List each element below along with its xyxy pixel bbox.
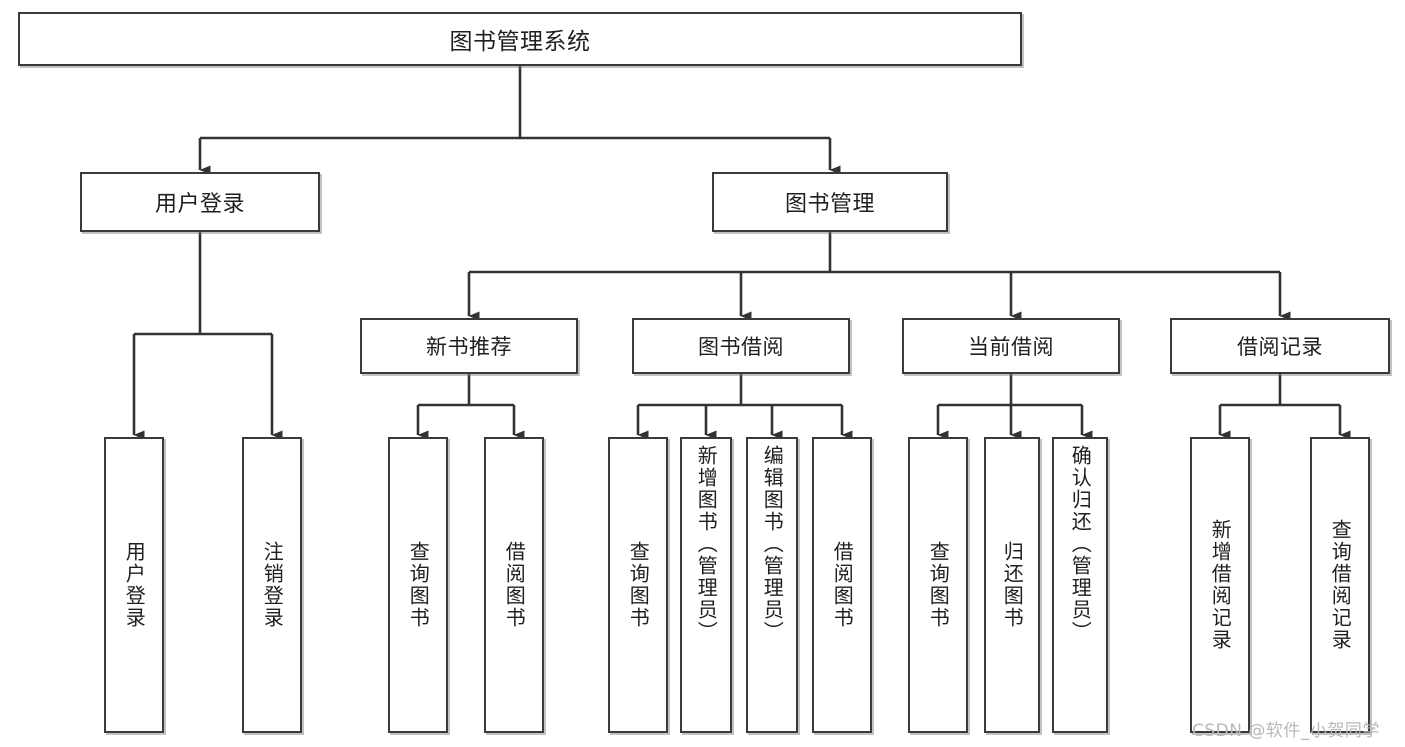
node-current-borrowing[interactable]: 当前借阅 bbox=[902, 318, 1120, 374]
node-label: 借阅图书 bbox=[830, 541, 855, 629]
node-label: 借阅记录 bbox=[1237, 335, 1323, 359]
node-borrowing-records[interactable]: 借阅记录 bbox=[1170, 318, 1390, 374]
node-new-book-recommendation[interactable]: 新书推荐 bbox=[360, 318, 578, 374]
node-leaf-current-confirm-return-admin[interactable]: 确认归还（管理员） bbox=[1052, 437, 1108, 733]
node-user-login[interactable]: 用户登录 bbox=[80, 172, 320, 232]
node-label: 借阅图书 bbox=[502, 541, 527, 629]
node-label: 确认归还（管理员） bbox=[1068, 445, 1093, 643]
node-label: 新书推荐 bbox=[426, 335, 512, 359]
node-leaf-borrow-add-book-admin[interactable]: 新增图书（管理员） bbox=[680, 437, 732, 733]
node-label: 编辑图书（管理员） bbox=[760, 445, 785, 643]
node-label: 注销登录 bbox=[260, 541, 285, 629]
node-label: 图书管理系统 bbox=[449, 29, 591, 55]
node-leaf-record-query-record[interactable]: 查询借阅记录 bbox=[1310, 437, 1370, 733]
node-label: 查询借阅记录 bbox=[1328, 519, 1353, 651]
node-label: 查询图书 bbox=[926, 541, 951, 629]
node-label: 图书借阅 bbox=[698, 335, 784, 359]
node-leaf-borrow-borrow-books[interactable]: 借阅图书 bbox=[812, 437, 872, 733]
node-leaf-new-book-query-books[interactable]: 查询图书 bbox=[388, 437, 448, 733]
node-leaf-current-query-books[interactable]: 查询图书 bbox=[908, 437, 968, 733]
node-label: 用户登录 bbox=[122, 541, 147, 629]
csdn-watermark: CSDN @软件_小贺同学 bbox=[1192, 721, 1380, 741]
node-leaf-user-login-signout[interactable]: 注销登录 bbox=[242, 437, 302, 733]
node-book-borrowing[interactable]: 图书借阅 bbox=[632, 318, 850, 374]
node-book-management[interactable]: 图书管理 bbox=[712, 172, 948, 232]
node-root-book-management-system[interactable]: 图书管理系统 bbox=[18, 12, 1022, 66]
node-leaf-user-login-signin[interactable]: 用户登录 bbox=[104, 437, 164, 733]
node-leaf-borrow-edit-book-admin[interactable]: 编辑图书（管理员） bbox=[746, 437, 798, 733]
node-leaf-borrow-query-books[interactable]: 查询图书 bbox=[608, 437, 668, 733]
node-label: 归还图书 bbox=[1000, 541, 1025, 629]
node-leaf-current-return-books[interactable]: 归还图书 bbox=[984, 437, 1040, 733]
node-leaf-record-add-record[interactable]: 新增借阅记录 bbox=[1190, 437, 1250, 733]
node-label: 查询图书 bbox=[626, 541, 651, 629]
node-label: 查询图书 bbox=[406, 541, 431, 629]
node-leaf-new-book-borrow-books[interactable]: 借阅图书 bbox=[484, 437, 544, 733]
node-label: 用户登录 bbox=[154, 192, 245, 217]
node-label: 当前借阅 bbox=[968, 335, 1054, 359]
node-label: 图书管理 bbox=[784, 192, 875, 217]
node-label: 新增借阅记录 bbox=[1208, 519, 1233, 651]
node-label: 新增图书（管理员） bbox=[694, 445, 719, 643]
